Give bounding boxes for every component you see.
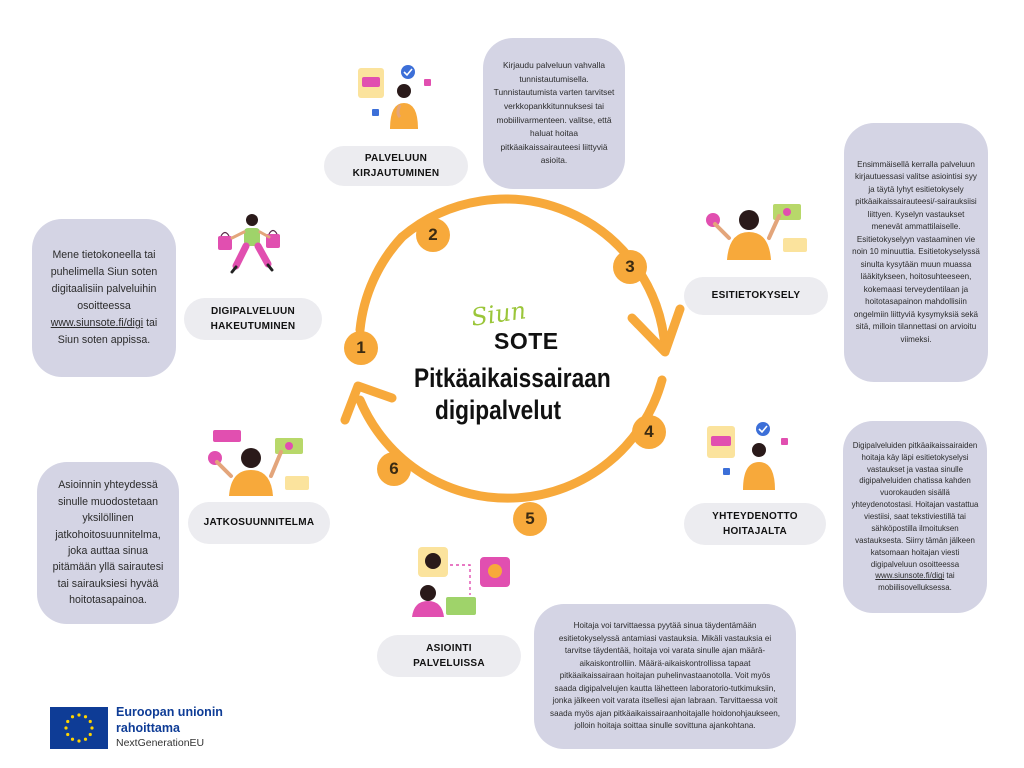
eu-star xyxy=(83,715,88,719)
eu-star xyxy=(66,719,70,724)
eu-flag-icon xyxy=(50,707,108,749)
page-title: Pitkäaikaissairaan digipalvelut xyxy=(414,363,611,426)
step-4-label: YHTEYDENOTTO HOITAJALTA xyxy=(684,503,826,545)
eu-line-3: NextGenerationEU xyxy=(116,737,205,750)
survey-woman-illustration xyxy=(706,204,807,260)
step-3-label: ESITIETOKYSELY xyxy=(684,277,828,315)
eu-star xyxy=(88,732,92,737)
eu-line-1: Euroopan unionin xyxy=(116,705,223,719)
eu-star xyxy=(77,713,81,717)
plan-woman-illustration xyxy=(208,430,309,496)
siun-sote-logo: Siun SOTE xyxy=(468,296,568,360)
eu-star xyxy=(77,739,81,743)
shopping-woman-illustration xyxy=(218,214,280,274)
eu-funding-footer: Euroopan unionin rahoittama NextGenerati… xyxy=(50,705,270,755)
cycle-arrow-upper-left xyxy=(355,232,407,335)
video-call-illustration xyxy=(412,547,510,617)
step-3-description: Ensimmäisellä kerralla palveluun kirjaut… xyxy=(844,123,988,382)
eu-star xyxy=(70,737,75,741)
cycle-arrowhead-left xyxy=(340,381,397,425)
step-number-2: 2 xyxy=(416,218,450,252)
eu-star xyxy=(83,737,88,741)
logo-word: SOTE xyxy=(494,328,559,354)
logo-script: Siun xyxy=(469,296,528,332)
eu-line-2: rahoittama xyxy=(116,720,180,735)
step-number-5: 5 xyxy=(513,502,547,536)
cycle-arrow-right xyxy=(397,194,670,353)
step-number-4: 4 xyxy=(632,415,666,449)
eu-star xyxy=(88,719,92,724)
step-4-description: Digipalveluiden pitkäaikaissairaiden hoi… xyxy=(843,421,987,613)
eu-star xyxy=(66,732,70,737)
step-2-label: PALVELUUN KIRJAUTUMINEN xyxy=(324,146,468,186)
step-number-3: 3 xyxy=(613,250,647,284)
step-1-description: Mene tietokoneella tai puhelimella Siun … xyxy=(32,219,176,377)
contact-woman-illustration xyxy=(707,422,788,490)
eu-star xyxy=(64,726,68,730)
eu-star xyxy=(90,726,94,730)
step-number-1: 1 xyxy=(344,331,378,365)
step-6-description: Asioinnin yhteydessä sinulle muodostetaa… xyxy=(37,462,179,624)
step-number-6: 6 xyxy=(377,452,411,486)
step-2-description: Kirjaudu palveluun vahvalla tunnistautum… xyxy=(483,38,625,189)
cycle-arrowhead-right xyxy=(627,304,685,357)
step-5-description: Hoitaja voi tarvittaessa pyytää sinua tä… xyxy=(534,604,796,749)
step-6-label: JATKOSUUNNITELMA xyxy=(188,502,330,544)
eu-star xyxy=(70,715,75,719)
step-5-label: ASIOINTI PALVELUISSA xyxy=(377,635,521,677)
login-woman-illustration xyxy=(358,65,431,129)
digi-link[interactable]: www.siunsote.fi/digi xyxy=(50,316,144,329)
digi-link-2[interactable]: www.siunsote.fi/digi xyxy=(875,571,945,581)
step-1-label: DIGIPALVELUUN HAKEUTUMINEN xyxy=(184,298,322,340)
